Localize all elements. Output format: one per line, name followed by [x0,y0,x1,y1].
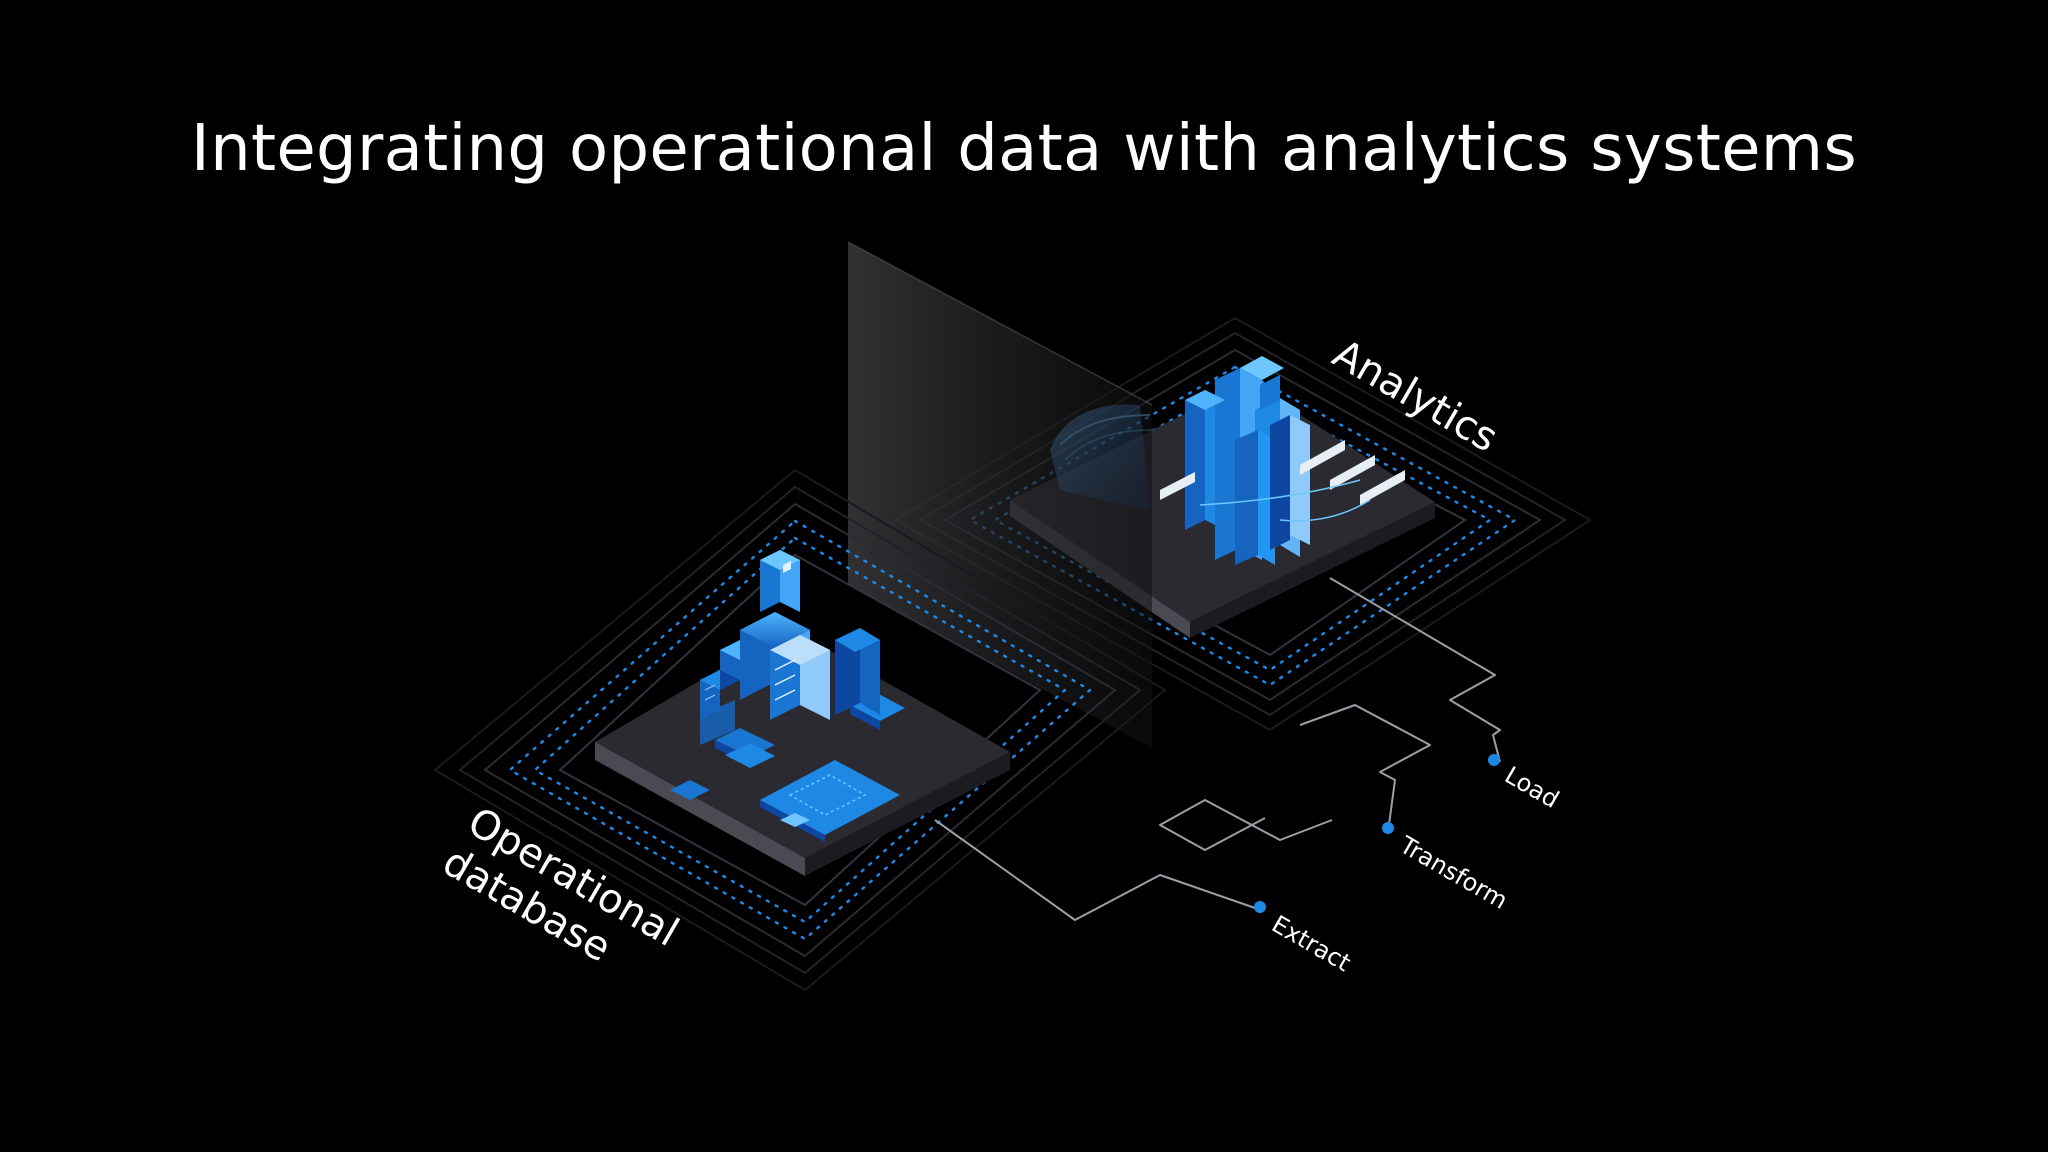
transform-node-icon [1382,822,1394,834]
analytics-label: Analytics [1325,331,1505,462]
page-title: Integrating operational data with analyt… [190,112,1858,186]
transfer-panel [848,242,1152,748]
operational-platform-rings [433,468,1167,992]
transform-label: Transform [1394,830,1512,914]
panel-edge [847,241,1153,406]
etl-nodes [1254,754,1500,913]
load-node-icon [1488,754,1500,766]
operational-platform [595,628,1010,876]
operational-blocks [670,550,905,842]
load-label: Load [1500,761,1564,814]
analytics-bar-chart [1185,356,1310,565]
extract-node-icon [1254,901,1266,913]
analytics-cards [1160,440,1405,522]
extract-label: Extract [1267,910,1355,977]
